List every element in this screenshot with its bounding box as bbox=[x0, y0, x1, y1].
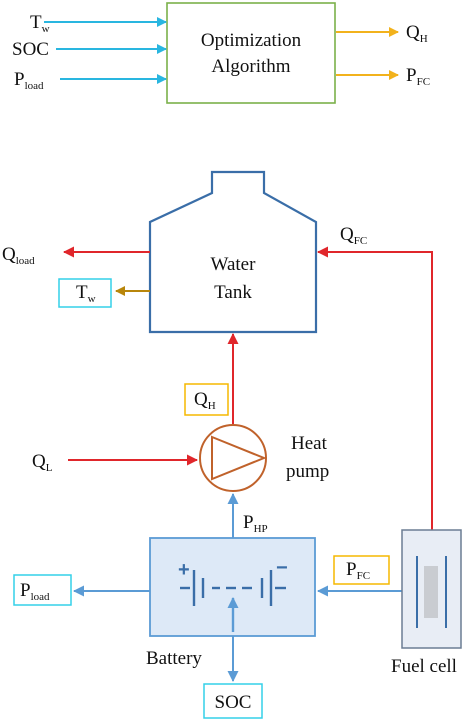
q-load-label: Qload bbox=[2, 244, 35, 267]
q-l-label: QL bbox=[32, 451, 53, 474]
p-fc-label: PFC bbox=[346, 559, 370, 582]
tank-label-line2: Tank bbox=[214, 282, 252, 303]
soc-label: SOC bbox=[215, 692, 252, 713]
heat-pump-label-line2: pump bbox=[286, 461, 329, 482]
q-h-box bbox=[184, 383, 229, 416]
algorithm-title-line2: Algorithm bbox=[211, 56, 290, 77]
fuel-cell-membrane-icon bbox=[424, 566, 438, 618]
q-h-label: QH bbox=[194, 389, 216, 412]
heat-pump bbox=[199, 424, 267, 492]
p-load-label: Pload bbox=[20, 580, 50, 603]
battery-symbol-icon bbox=[180, 570, 286, 606]
heat-pump-triangle-icon bbox=[211, 435, 267, 481]
battery-plus-sign: + bbox=[178, 559, 190, 581]
input-label-tw: Tw bbox=[30, 12, 50, 35]
heat-pump-label-line1: Heat bbox=[291, 433, 328, 454]
tank-label-line1: Water bbox=[211, 254, 257, 275]
fuel-cell-label: Fuel cell bbox=[391, 656, 457, 677]
tw-box bbox=[58, 278, 112, 308]
p-hp-label: PHP bbox=[243, 512, 268, 535]
battery-minus-sign: − bbox=[276, 557, 288, 579]
tw-label: Tw bbox=[76, 282, 96, 305]
optimization-algorithm-box bbox=[166, 2, 336, 104]
battery-label: Battery bbox=[146, 648, 202, 669]
water-tank bbox=[148, 170, 318, 334]
output-label-qh: QH bbox=[406, 22, 428, 45]
q-fc-label: QFC bbox=[340, 224, 367, 247]
p-load-box bbox=[13, 574, 72, 606]
algorithm-title-line1: Optimization bbox=[201, 30, 302, 51]
soc-box bbox=[203, 683, 263, 719]
p-fc-box bbox=[333, 555, 390, 585]
input-label-pload: Pload bbox=[14, 69, 44, 92]
output-label-pfc: PFC bbox=[406, 65, 430, 88]
input-label-soc: SOC bbox=[12, 39, 49, 60]
q-fc-arrow bbox=[317, 246, 433, 530]
